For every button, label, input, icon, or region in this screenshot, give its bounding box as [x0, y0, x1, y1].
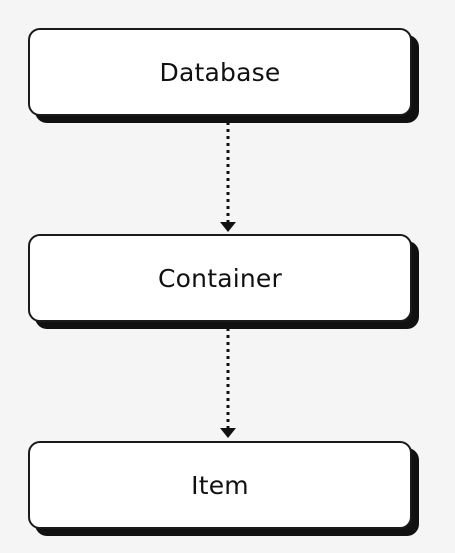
- container-node-label: Container: [158, 263, 282, 293]
- arrowhead-icon: [220, 222, 236, 232]
- database-node[interactable]: Database: [28, 28, 412, 116]
- database-node-label: Database: [159, 57, 281, 87]
- edge-container-to-item: [220, 328, 236, 438]
- item-node[interactable]: Item: [28, 441, 412, 529]
- arrowhead-icon: [220, 428, 236, 438]
- item-node-label: Item: [191, 470, 249, 500]
- edge-database-to-container: [220, 122, 236, 232]
- container-node[interactable]: Container: [28, 234, 412, 322]
